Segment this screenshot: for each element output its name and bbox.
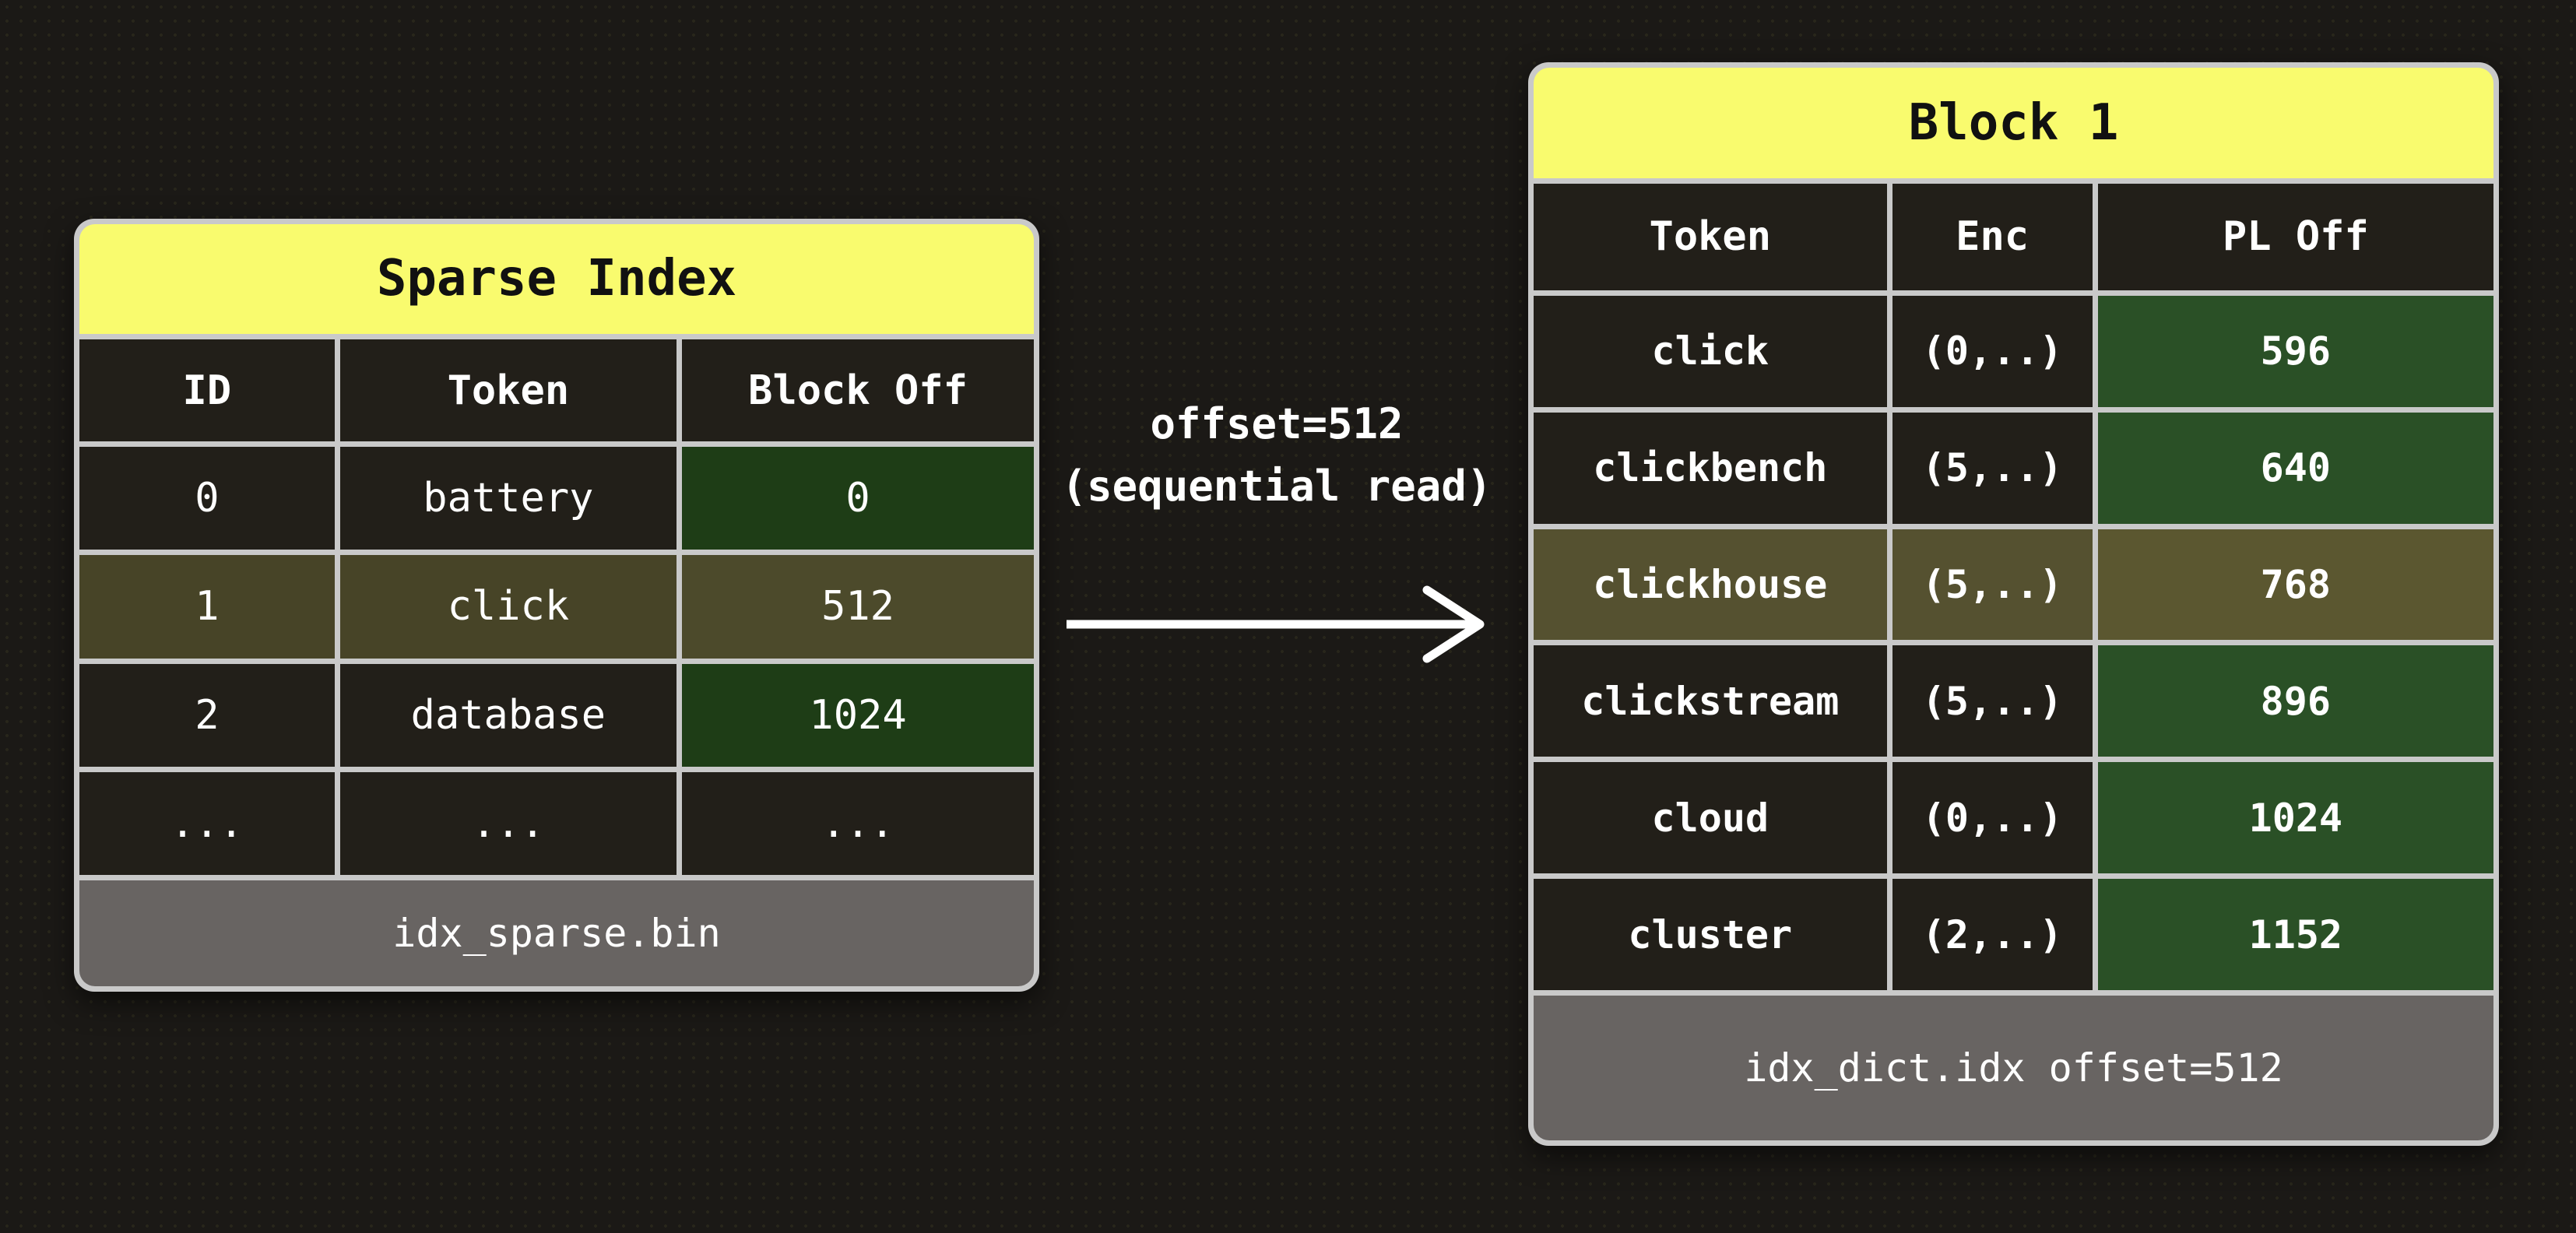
table-cell-enc: (2,..) (1892, 879, 2093, 991)
arrow-right-icon (1067, 585, 1485, 663)
sparse-index-table: Sparse Index ID Token Block Off 0 batter… (74, 219, 1039, 992)
arrow-label: offset=512 (sequential read) (1012, 393, 1541, 518)
table-cell-enc-highlighted: (5,..) (1892, 529, 2093, 641)
table-cell-id-highlighted: 1 (79, 555, 335, 659)
table-cell-token-highlighted: click (339, 555, 677, 659)
table-cell-block-off: 0 (682, 447, 1034, 550)
column-header-block-off: Block Off (682, 339, 1034, 442)
arrow-label-read: (sequential read) (1061, 462, 1492, 511)
table-cell-enc: (0,..) (1892, 295, 2093, 407)
column-header-id: ID (79, 339, 335, 442)
table-cell-enc: (5,..) (1892, 412, 2093, 524)
table-cell-pl-off-highlighted: 768 (2097, 529, 2493, 641)
table-cell-ellipsis: ... (682, 771, 1034, 875)
table-cell-pl-off: 896 (2097, 645, 2493, 757)
column-header-token: Token (339, 339, 677, 442)
column-header-pl-off: PL Off (2097, 183, 2493, 290)
table-cell-id: 2 (79, 663, 335, 767)
table-cell-block-off-highlighted: 512 (682, 555, 1034, 659)
table-cell-enc: (5,..) (1892, 645, 2093, 757)
table-cell-token: click (1534, 295, 1887, 407)
table-cell-pl-off: 596 (2097, 295, 2493, 407)
table-cell-token-highlighted: clickhouse (1534, 529, 1887, 641)
table-cell-id: 0 (79, 447, 335, 550)
column-header-enc: Enc (1892, 183, 2093, 290)
table-cell-token: clickstream (1534, 645, 1887, 757)
table-cell-pl-off: 1024 (2097, 762, 2493, 874)
table-cell-ellipsis: ... (339, 771, 677, 875)
table-cell-ellipsis: ... (79, 771, 335, 875)
block-1-filename: idx_dict.idx offset=512 (1534, 996, 2493, 1140)
table-cell-pl-off: 1152 (2097, 879, 2493, 991)
table-cell-enc: (0,..) (1892, 762, 2093, 874)
table-cell-token: cluster (1534, 879, 1887, 991)
column-header-token: Token (1534, 183, 1887, 290)
table-cell-token: database (339, 663, 677, 767)
sparse-index-title: Sparse Index (79, 224, 1034, 334)
sparse-index-filename: idx_sparse.bin (79, 880, 1034, 986)
table-cell-pl-off: 640 (2097, 412, 2493, 524)
table-cell-block-off: 1024 (682, 663, 1034, 767)
table-cell-token: clickbench (1534, 412, 1887, 524)
block-1-table: Block 1 Token Enc PL Off click (0,..) 59… (1528, 62, 2499, 1146)
block-1-title: Block 1 (1534, 68, 2493, 178)
table-cell-token: cloud (1534, 762, 1887, 874)
table-cell-token: battery (339, 447, 677, 550)
arrow-label-offset: offset=512 (1150, 399, 1404, 448)
